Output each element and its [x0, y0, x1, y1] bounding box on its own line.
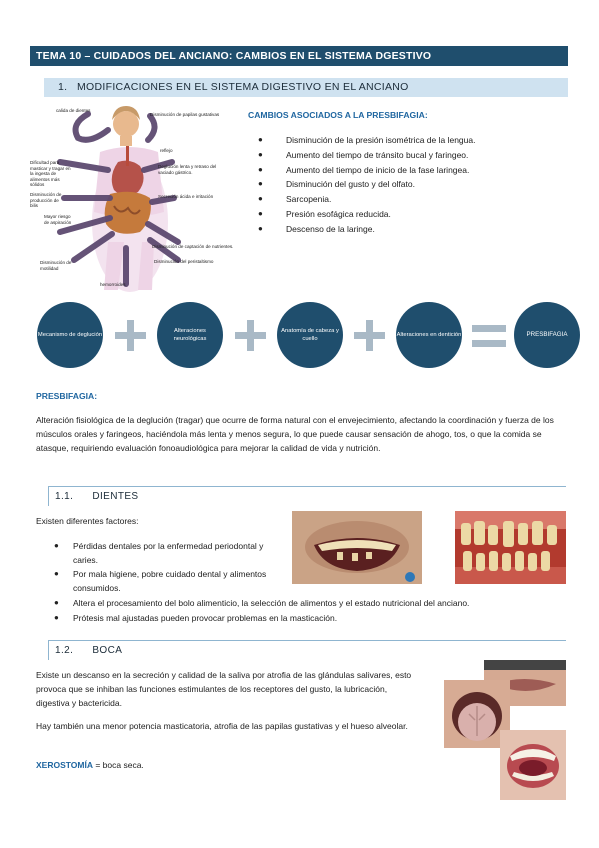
list-item: ●Disminución del gusto y del olfato.	[258, 177, 558, 192]
equals-icon	[472, 323, 506, 349]
plus-icon	[354, 320, 385, 351]
dientes-list-long: ●Altera el procesamiento del bolo alimen…	[54, 596, 574, 625]
section-1-2-title: BOCA	[92, 645, 123, 656]
dientes-list-short: ●Pérdidas dentales por la enfermedad per…	[54, 539, 284, 595]
section-1-2-number: 1.2.	[55, 645, 74, 656]
diagram-label: Mayor riesgo de aspiración	[44, 214, 72, 225]
presbifagia-definition: Alteración fisiológica de la deglución (…	[36, 415, 554, 454]
diagram-label: Dificultad para masticar y tragar en la …	[30, 160, 71, 187]
list-item: ●Prótesis mal ajustadas pueden provocar …	[54, 611, 574, 626]
list-item: ●Pérdidas dentales por la enfermedad per…	[54, 541, 264, 565]
boca-paragraph-1: Existe un descanso en la secreción y cal…	[36, 670, 412, 709]
diagram-label: calida de dientes	[56, 108, 91, 113]
diagram-label: Disminución de papilas gustativas	[150, 112, 220, 117]
xerostomia-meaning: = boca seca.	[93, 760, 144, 770]
equation-result: PRESBIFAGIA	[514, 302, 580, 368]
list-item: ●Sarcopenia.	[258, 192, 558, 207]
section-1-title: MODIFICACIONES EN EL SISTEMA DIGESTIVO E…	[77, 81, 409, 93]
bullet-icon: ●	[54, 598, 59, 607]
bullet-icon: ●	[54, 612, 59, 622]
bullet-icon: ●	[258, 135, 263, 144]
digestive-diagram: calida de dientes Disminución de papilas…	[30, 102, 245, 292]
diagram-label: reflejo	[160, 148, 173, 153]
equation-term-3: Anatomía de cabeza y cuello	[277, 302, 343, 368]
bullet-icon: ●	[258, 208, 263, 218]
digestive-diagram-graphic	[57, 106, 181, 292]
section-1-2-header: 1.2. BOCA	[48, 640, 566, 660]
bullet-icon: ●	[54, 541, 59, 550]
periodontal-teeth-photo	[455, 511, 566, 584]
equation-term-2: Alteraciones neurológicas	[157, 302, 223, 368]
diagram-label: Secreción ácida e irritación	[158, 194, 214, 199]
list-item: ●Presión esofágica reducida.	[258, 207, 558, 222]
section-1-1-title: DIENTES	[92, 491, 139, 502]
plus-icon	[235, 320, 266, 351]
bullet-icon: ●	[258, 149, 263, 159]
list-item: ●Aumento del tiempo de inicio de la fase…	[258, 163, 558, 178]
page-title: TEMA 10 – CUIDADOS DEL ANCIANO: CAMBIOS …	[36, 50, 432, 62]
presbifagia-changes-list: ●Disminución de la presión isométrica de…	[258, 133, 558, 237]
list-item: ●Por mala higiene, pobre cuidado dental …	[54, 569, 267, 593]
diagram-label: Disminución de producción de bilis	[30, 192, 62, 208]
open-mouth-photo	[500, 730, 566, 800]
list-item: ●Altera el procesamiento del bolo alimen…	[54, 596, 574, 611]
section-1-header: 1. MODIFICACIONES EN EL SISTEMA DIGESTIV…	[44, 78, 568, 97]
xerostomia-term: XEROSTOMÍA	[36, 760, 93, 770]
page-title-banner: TEMA 10 – CUIDADOS DEL ANCIANO: CAMBIOS …	[30, 46, 568, 66]
equation-term-4: Alteraciones en dentición	[396, 302, 462, 368]
list-item: ●Disminución de la presión isométrica de…	[258, 133, 558, 148]
section-1-number: 1.	[58, 81, 68, 93]
boca-paragraph-2: Hay también una menor potencia masticato…	[36, 721, 408, 731]
section-1-1-header: 1.1. DIENTES	[48, 486, 566, 506]
bullet-icon: ●	[258, 223, 263, 233]
presbifagia-heading: PRESBIFAGIA:	[36, 391, 98, 401]
dry-tongue-photo	[444, 680, 510, 748]
equation-term-1: Mecanismo de deglución	[37, 302, 103, 368]
section-1-1-number: 1.1.	[55, 491, 74, 502]
diagram-label: Deglución lenta y retraso del vaciado gá…	[158, 164, 217, 175]
diagram-label: Disminución de motilidad	[40, 260, 72, 271]
bullet-icon: ●	[258, 179, 263, 189]
xerostomia-definition: XEROSTOMÍA = boca seca.	[36, 758, 144, 772]
diagram-label: Disminución del peristaltismo	[154, 259, 214, 264]
list-item: ●Aumento del tiempo de tránsito bucal y …	[258, 148, 558, 163]
diagram-label: Disminución de captación de nutrientes.	[152, 244, 234, 249]
plus-icon	[115, 320, 146, 351]
list-item: ●Descenso de la laringe.	[258, 222, 558, 237]
bullet-icon: ●	[258, 164, 263, 174]
bullet-icon: ●	[54, 569, 59, 578]
presbifagia-changes-heading: CAMBIOS ASOCIADOS A LA PRESBIFAGIA:	[248, 110, 428, 120]
diagram-label: hemorroides	[100, 282, 126, 287]
elderly-smile-photo	[292, 511, 422, 584]
dientes-intro: Existen diferentes factores:	[36, 516, 139, 526]
bullet-icon: ●	[258, 194, 263, 204]
